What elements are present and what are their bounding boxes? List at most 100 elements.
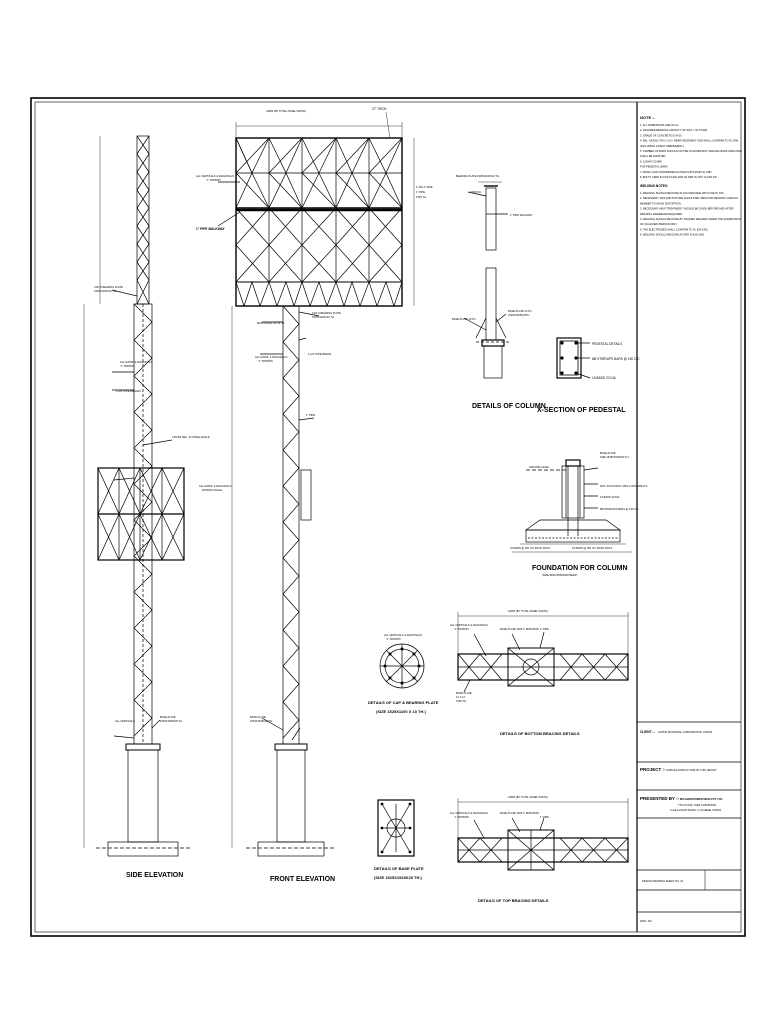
cap-bearing-caption: DETAILS OF CAP & BEARING PLATE — [368, 700, 439, 705]
note-line: 6. CLEAR COVER: — [640, 159, 662, 163]
welding-note-line: 6. WELDING SHOULD BE DONE AS PER IS:816-… — [640, 233, 704, 237]
welding-note-line: 4. WELDING SHOULD BE DONE BY TRAINED WEL… — [640, 217, 741, 221]
front-elevation-caption: FRONT ELEVATION — [270, 876, 335, 883]
notes-block: NOTE :- 1. ALL DIMENSIONS ARE IN mm.2. A… — [640, 115, 742, 237]
svg-text:BASE PLATE 1525 X 1525X20TH: BASE PLATE 1525 X 1525X20TH — [500, 811, 539, 815]
svg-text:16 BARS 20 DIA: 16 BARS 20 DIA — [592, 376, 617, 380]
front-elevation-labels: 24384 (80' TOTAL PANEL WIDTH) 27' THICK … — [196, 107, 433, 883]
foundation-detail-labels: GROUND LEVEL BASE PLATE SIZE 1525X1525X2… — [510, 451, 648, 577]
svg-text:"L" 50X50X5: "L" 50X50X5 — [454, 815, 469, 819]
note-line: SHALL BE ADOPTED. — [640, 154, 666, 158]
side-elevation-labels: CAP & BEARING PLATE 1525X1100X10 TH. ALL… — [94, 285, 232, 879]
svg-text:1500 DIA: 1500 DIA — [470, 190, 481, 194]
drawing-number: DESIGN DRAWING SHEET NO. 01 — [642, 879, 684, 883]
welding-note-line: 1. WELDING SHOULD BE DONE IN ACCORDANCE … — [640, 191, 724, 195]
svg-text:1-1/4" PIPE BRACE: 1-1/4" PIPE BRACE — [308, 352, 331, 356]
project-label: PROJECT :- — [640, 767, 666, 772]
foundation-sub-caption: (SIZE 3000X3000X600 DEEP) — [542, 573, 577, 577]
cap-bearing-plate-detail — [379, 643, 425, 689]
base-plate-detail — [377, 799, 415, 857]
svg-text:BEARING PLATE 1525X1100X10 TH.: BEARING PLATE 1525X1100X10 TH. — [456, 174, 500, 178]
client-value: JAIPUR MUNICIPAL CORPORATION, JAIPUR — [658, 730, 712, 734]
svg-text:1' DIA 1" PIPE: 1' DIA 1" PIPE — [416, 185, 433, 189]
base-plate-labels: DETAILS OF BASE PLATE (SIZE 1525X1525X20… — [374, 866, 424, 880]
svg-text:BASE PLATE 10 TH.: BASE PLATE 10 TH. — [452, 317, 476, 321]
svg-text:1" PIPE WALKWAY: 1" PIPE WALKWAY — [196, 227, 226, 231]
base-plate-size: (SIZE 1525X1525X20 TH.) — [374, 875, 422, 880]
thickness-dim: 27' THICK — [372, 107, 387, 111]
notes-heading: NOTE :- — [640, 115, 656, 120]
presented-label: PRESENTED BY :- — [640, 796, 680, 801]
svg-text:"L" 50X50X5: "L" 50X50X5 — [206, 178, 221, 182]
foundation-caption: FOUNDATION FOR COLUMN — [532, 565, 628, 572]
note-line: 4. BAL. MOUDLITH H.Y.S.D. REINFORCEMENT … — [640, 139, 739, 143]
cap-bearing-size: (SIZE 1525X1100 X 10 TH.) — [376, 709, 426, 714]
svg-text:BASE PLATE: BASE PLATE — [600, 451, 616, 455]
note-line: 8. BOLTS USED IN CAP PLATE AND AS PER IS… — [640, 175, 717, 179]
svg-text:1500 TH.: 1500 TH. — [456, 699, 467, 703]
svg-text:"L" 50X50X5: "L" 50X50X5 — [386, 637, 401, 641]
svg-text:CROSS SEC. IN STEEL ANGLE: CROSS SEC. IN STEEL ANGLE — [172, 435, 210, 439]
svg-text:ALL HORIZ. & DIAGONALS: ALL HORIZ. & DIAGONALS — [199, 484, 232, 488]
svg-text:BASE PLATE: BASE PLATE — [160, 715, 176, 719]
note-line: 5. NUMBER OF BARS SHOULD NOT BE COUNTED … — [640, 149, 742, 153]
welding-note-line: WELDING WHEREVER REQUIRED. — [640, 212, 683, 216]
svg-text:8Ø STIRRUPS BARS @ 150 C/C: 8Ø STIRRUPS BARS @ 150 C/C — [592, 357, 640, 361]
welding-notes-list: 1. WELDING SHOULD BE DONE IN ACCORDANCE … — [640, 191, 741, 237]
note-line: (INCLUDING LATEST AMENDMENT). — [640, 144, 685, 148]
svg-text:SIZE 1525X1525X20 TH.: SIZE 1525X1525X20 TH. — [600, 455, 630, 459]
svg-text:BASE PLATE: BASE PLATE — [250, 715, 266, 719]
note-line: FOR PEDESTAL 50MM — [640, 165, 667, 169]
svg-text:1" PIPE WALKWAY: 1" PIPE WALKWAY — [510, 213, 533, 217]
front-elevation — [217, 111, 415, 857]
svg-text:MAIN PLATE OF 15 TH.: MAIN PLATE OF 15 TH. — [257, 321, 285, 325]
pedestal-section-caption: X-SECTION OF PEDESTAL — [537, 407, 626, 414]
svg-text:GROUND LEVEL: GROUND LEVEL — [529, 465, 550, 469]
title-block — [636, 102, 741, 932]
column-detail-labels: BEARING PLATE 1525X1100X10 TH. 1500 DIA … — [452, 174, 546, 410]
svg-text:ALL HORIZ. & DIAGONALS: ALL HORIZ. & DIAGONALS — [120, 360, 153, 364]
svg-text:1-1/4" PIPE BRACES: 1-1/4" PIPE BRACES — [116, 389, 141, 393]
bottom-bracing-caption: DETAILS OF BOTTOM BRACING DETAILS — [500, 731, 580, 736]
svg-text:24384 (80' TOTAL PANEL WIDTH): 24384 (80' TOTAL PANEL WIDTH) — [508, 795, 548, 799]
top-bracing-caption: DETAILS OF TOP BRACING DETAILS — [478, 898, 549, 903]
svg-text:1" PIPE: 1" PIPE — [306, 413, 315, 417]
svg-text:ALL VERTICALS & DIAGONALS: ALL VERTICALS & DIAGONALS — [450, 811, 488, 815]
svg-text:"L" 50X50X5: "L" 50X50X5 — [258, 359, 273, 363]
svg-text:BASE PLATE 1525 X 1525X20TH: BASE PLATE 1525 X 1525X20TH — [500, 627, 539, 631]
presented-address-2: C-2/24 ASHOK MARG, C-SCHEME JAIPUR — [670, 808, 721, 812]
svg-text:ALL VERTICALS & DIAGONALS: ALL VERTICALS & DIAGONALS — [450, 623, 488, 627]
svg-text:ALL VERTICALS & DIAGONALS: ALL VERTICALS & DIAGONALS — [384, 633, 422, 637]
presented-value: M/S MAKEPOWER INDIA PVT. LTD. — [680, 797, 723, 801]
bottom-bracing-labels: 24384 (80' TOTAL PANEL WIDTH) ALL VERTIC… — [450, 609, 580, 736]
note-line: 2. ASSUMED BEARING CAPACITY OF SOIL = 10… — [640, 128, 707, 132]
cap-bearing-plate-labels: ALL VERTICALS & DIAGONALS "L" 50X50X5 DE… — [368, 633, 439, 714]
outer-border — [30, 97, 746, 937]
title-block-text: CLIENT :- JAIPUR MUNICIPAL CORPORATION, … — [640, 730, 723, 923]
top-bracing-detail — [457, 798, 629, 871]
base-plate-caption: DETAILS OF BASE PLATE — [374, 866, 424, 871]
foundation-detail — [512, 459, 632, 553]
svg-text:"L" 50X50X5: "L" 50X50X5 — [454, 627, 469, 631]
svg-text:1525X1525X20 TH.: 1525X1525X20 TH. — [160, 719, 183, 723]
svg-text:16 BARS @ 150 C/C BOTH WAYS: 16 BARS @ 150 C/C BOTH WAYS — [572, 546, 613, 550]
svg-text:50X50X5 ANGLE: 50X50X5 ANGLE — [202, 488, 222, 492]
pedestal-section — [556, 337, 591, 379]
note-line: 3. GRADE OF CONCRETE IS M-20 — [640, 133, 682, 137]
svg-text:4NO. 40 DIA BOLT 1500 LONG W/N: 4NO. 40 DIA BOLT 1500 LONG W/NUTS — [600, 484, 648, 488]
bottom-bracing-detail — [457, 612, 629, 693]
welding-note-line: 2. NECESSARY JIGS AND FIXTURE SHOULD BE … — [640, 196, 738, 200]
svg-text:1" PIPE: 1" PIPE — [540, 815, 549, 819]
presented-address-1: 7TH FLOOR, SHRI GURUKRIPA — [678, 803, 716, 807]
side-elevation — [83, 135, 190, 857]
svg-text:ALL VERTICALS: ALL VERTICALS — [115, 719, 135, 723]
svg-text:PEDESTAL DETAILS: PEDESTAL DETAILS — [592, 342, 622, 346]
column-detail-caption: DETAILS OF COLUMN — [472, 403, 546, 410]
svg-text:1525X1525X20TH: 1525X1525X20TH — [508, 313, 529, 317]
svg-text:CAP & BEARING PLATE: CAP & BEARING PLATE — [94, 285, 123, 289]
svg-text:8Ø STIRRUPS BARS @ 150 C/C: 8Ø STIRRUPS BARS @ 150 C/C — [600, 507, 639, 511]
svg-text:BASE PLATE: BASE PLATE — [456, 691, 472, 695]
welding-note-line: 5. THE ELECTRODES SHALL CONFIRM TO IS: 8… — [640, 227, 708, 231]
inner-border — [34, 101, 742, 933]
